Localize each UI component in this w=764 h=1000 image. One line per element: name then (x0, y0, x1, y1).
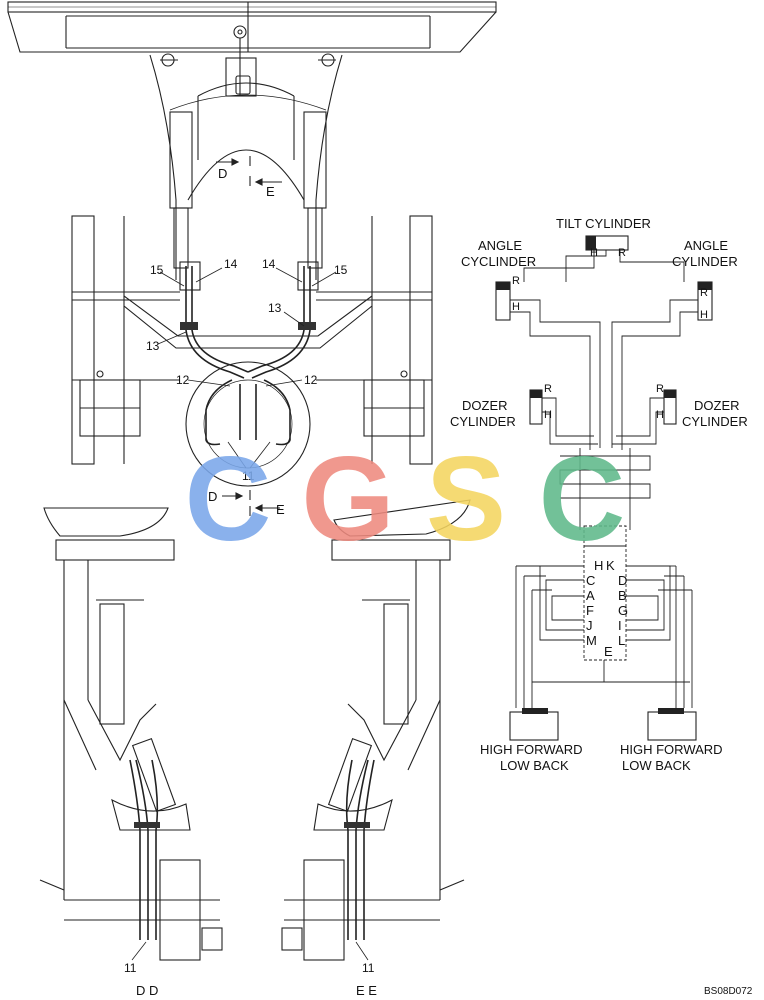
port-tilt-r: R (618, 247, 626, 259)
cross-member (123, 295, 373, 487)
watermark-letter: G (301, 432, 394, 566)
valve-right-letter: D (618, 573, 627, 588)
port-angle-r-r: R (700, 287, 708, 299)
port-angle-l-r: R (512, 275, 520, 287)
view-label-ee: E E (356, 983, 377, 998)
watermark-letter: C (185, 432, 272, 566)
valve-right-letter: K (606, 558, 615, 573)
port-tilt-h: H (590, 247, 598, 259)
callout-13-right: 13 (268, 301, 282, 315)
section-d-mid: D (208, 489, 217, 504)
port-dozer-r-r: R (656, 383, 664, 395)
callout-11-center: 11 (242, 469, 255, 483)
callout-14-right: 14 (262, 257, 276, 271)
callout-11-ee: 11 (362, 961, 375, 975)
c-frame (149, 53, 343, 280)
port-dozer-l-h: H (544, 409, 552, 421)
valve-right-letter: L (618, 633, 625, 648)
section-marker-mid (222, 490, 280, 516)
callout-leaders (157, 267, 337, 469)
hf-right-label-2: LOW BACK (622, 758, 691, 773)
angle-cylinder-right-mech (297, 111, 327, 291)
callout-15-left: 15 (150, 263, 164, 277)
section-e-top: E (266, 184, 275, 199)
dozer-right-label-1: DOZER (694, 398, 740, 413)
valve-left-letter: C (586, 573, 595, 588)
section-labels: D E D E D D E E BS08D072 (136, 166, 753, 998)
view-ee (281, 499, 471, 961)
callout-11-dd: 11 (124, 961, 137, 975)
track-frame-left (71, 215, 180, 465)
dozer-left-label-2: CYLINDER (450, 414, 516, 429)
hf-right-label-1: HIGH FORWARD (620, 742, 723, 757)
angle-right-label-2: CYLINDER (672, 254, 738, 269)
view-dd (39, 507, 223, 961)
drawing-code: BS08D072 (704, 986, 753, 997)
section-d-top: D (218, 166, 227, 181)
valve-left-letter: A (586, 588, 595, 603)
hf-lb-motor-left (509, 711, 559, 741)
section-e-mid: E (276, 502, 285, 517)
hf-left-label-1: HIGH FORWARD (480, 742, 583, 757)
valve-right-letter: G (618, 603, 628, 618)
valve-letter-e: E (604, 644, 613, 659)
port-dozer-l-r: R (544, 383, 552, 395)
view-label-dd: D D (136, 983, 158, 998)
callout-13-left: 13 (146, 339, 160, 353)
tilt-cylinder-label: TILT CYLINDER (556, 216, 651, 231)
callout-14-left: 14 (224, 257, 238, 271)
hf-left-label-2: LOW BACK (500, 758, 569, 773)
valve-left-letter: H (594, 558, 603, 573)
angle-cylinder-left-mech (169, 111, 201, 291)
port-dozer-r-h: H (656, 409, 664, 421)
blade-frame (7, 1, 497, 97)
dozer-left-label-1: DOZER (462, 398, 508, 413)
hose-routing-dd (129, 759, 160, 940)
hf-lb-motor-right (647, 711, 697, 741)
schematic-labels: TILT CYLINDER ANGLE CYCLINDER ANGLE CYLI… (450, 216, 748, 773)
watermark-letter: S (426, 432, 506, 566)
callout-numbers: 15 14 14 15 13 13 12 12 11 11 11 (124, 257, 375, 975)
watermark-letter: C (539, 432, 626, 566)
valve-right-letter: I (618, 618, 622, 633)
hydraulic-schematic (495, 235, 713, 741)
callout-12-left: 12 (176, 373, 190, 387)
angle-left-label-2: CYCLINDER (461, 254, 536, 269)
section-marker-top (216, 156, 282, 186)
track-frame-right (316, 215, 433, 465)
valve-right-letter: B (618, 588, 627, 603)
dozer-right-label-2: CYLINDER (682, 414, 748, 429)
callout-12-right: 12 (304, 373, 318, 387)
callout-15-right: 15 (334, 263, 348, 277)
hose-routing-ee (344, 759, 375, 940)
valve-left-letter: J (586, 618, 593, 633)
valve-left-letter: F (586, 603, 594, 618)
port-angle-r-h: H (700, 309, 708, 321)
angle-left-label-1: ANGLE (478, 238, 522, 253)
hose-routing-top (180, 266, 316, 446)
valve-left-letter: M (586, 633, 597, 648)
port-angle-l-h: H (512, 301, 520, 313)
angle-right-label-1: ANGLE (684, 238, 728, 253)
control-valve-block (583, 525, 627, 661)
